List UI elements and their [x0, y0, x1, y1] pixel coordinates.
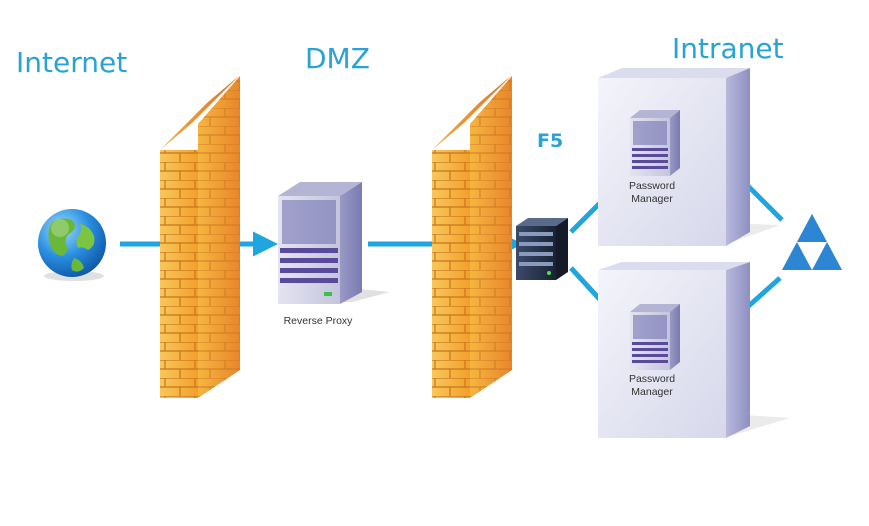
- load-balancer-label: F5: [537, 130, 564, 152]
- password-manager-label-1-line2: Manager: [631, 193, 673, 205]
- password-manager-server-icon-2: [630, 304, 680, 370]
- f5-load-balancer-icon: [516, 218, 568, 280]
- zone-label-dmz: DMZ: [305, 42, 370, 75]
- firewall-wall-1: [160, 75, 240, 398]
- firewall-wall-2: [432, 75, 512, 398]
- password-manager-server-icon-1: [630, 110, 680, 176]
- globe-icon: [38, 209, 106, 281]
- triforce-icon: [782, 214, 842, 270]
- password-manager-label-2: Password Manager: [612, 373, 692, 399]
- password-manager-label-2-line2: Manager: [631, 386, 673, 398]
- password-manager-label-2-line1: Password: [628, 373, 676, 385]
- zone-label-intranet: Intranet: [672, 32, 784, 65]
- intranet-host-box-1: [598, 68, 780, 246]
- password-manager-label-1: Password Manager: [612, 180, 692, 206]
- intranet-host-box-2: [598, 262, 790, 438]
- reverse-proxy-label: Reverse Proxy: [283, 315, 353, 327]
- reverse-proxy-server-icon: [276, 182, 390, 304]
- password-manager-label-1-line1: Password: [628, 180, 676, 192]
- zone-label-internet: Internet: [16, 46, 128, 79]
